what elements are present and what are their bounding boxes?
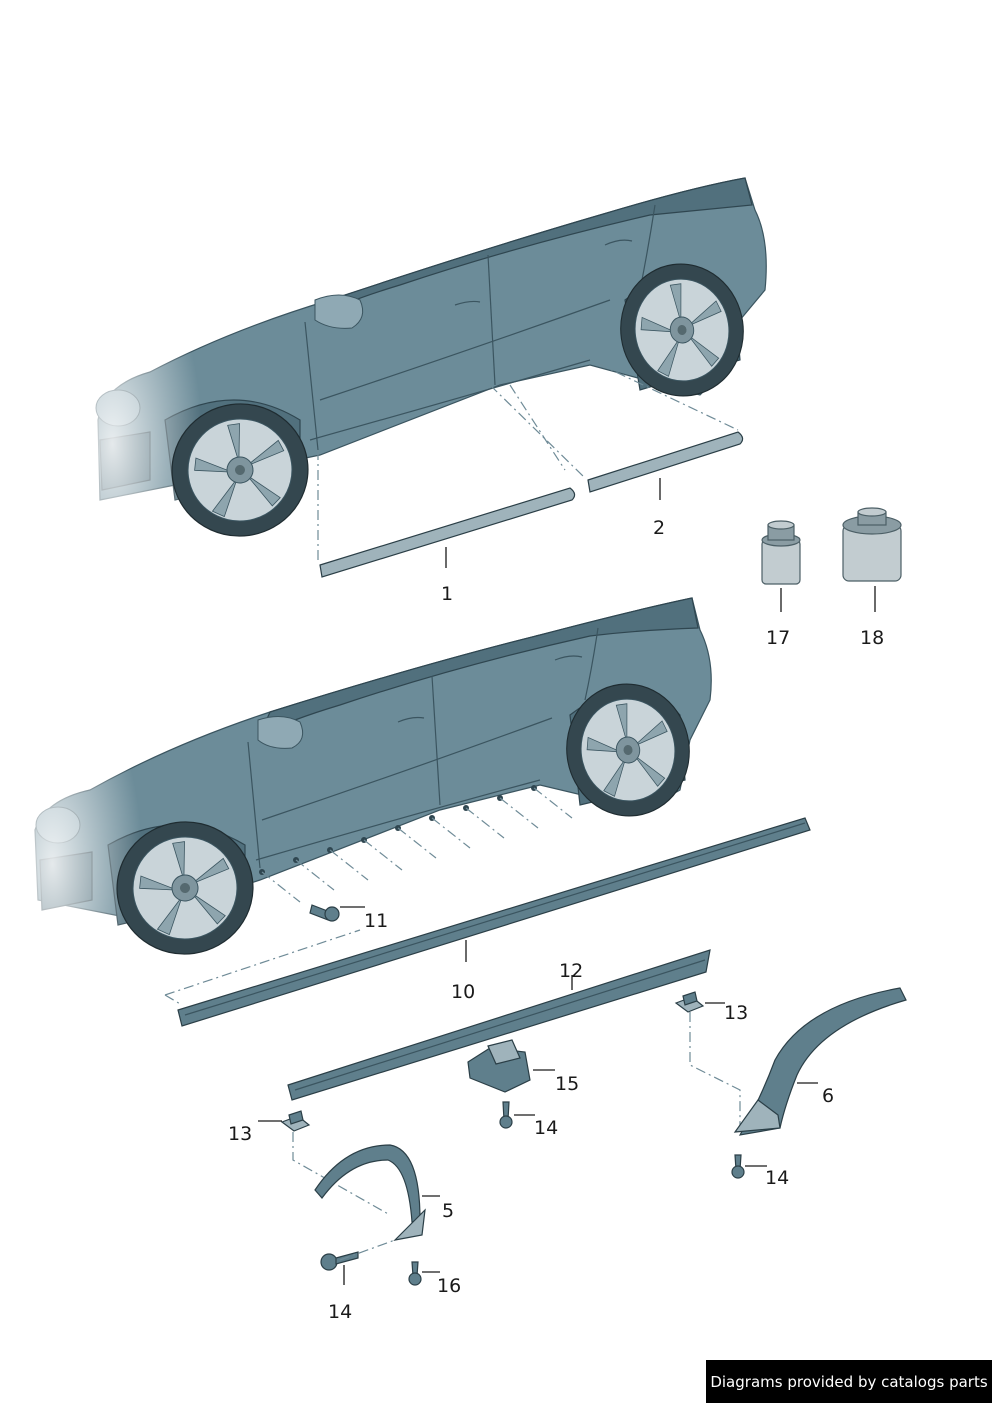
- sill-panel: [287, 949, 711, 1101]
- bolt-part-11: [309, 904, 340, 922]
- adhesive-bottle-large: [842, 507, 902, 582]
- clip-part-13-right: [674, 991, 705, 1013]
- adhesive-bottle-small: [761, 520, 801, 585]
- wheel-arch-trim-front: [314, 1144, 426, 1241]
- callout-12: 12: [559, 960, 583, 982]
- leader-lines: [258, 478, 876, 1285]
- callout-14-bottom: 14: [328, 1301, 352, 1323]
- callout-14-center: 14: [534, 1117, 558, 1139]
- screw-part-16: [408, 1261, 422, 1286]
- screw-part-14-right: [731, 1154, 745, 1179]
- wheel-arch-trim-rear: [733, 987, 907, 1136]
- bottom-car-illustration: [30, 597, 712, 964]
- bracket-part-15: [467, 1039, 531, 1093]
- callout-1: 1: [441, 583, 453, 605]
- callout-6: 6: [822, 1085, 834, 1107]
- trim-strip-rear-door: [587, 431, 744, 493]
- callout-5: 5: [442, 1200, 454, 1222]
- callout-18: 18: [860, 627, 884, 649]
- callout-15: 15: [555, 1073, 579, 1095]
- trim-strip-front-door: [319, 487, 576, 578]
- callout-16: 16: [437, 1275, 461, 1297]
- callout-17: 17: [766, 627, 790, 649]
- clip-part-13-left: [280, 1110, 311, 1132]
- callout-13-right: 13: [724, 1002, 748, 1024]
- callout-14-right: 14: [765, 1167, 789, 1189]
- callout-11: 11: [364, 910, 388, 932]
- sill-strip: [177, 817, 811, 1027]
- top-car-illustration: [90, 177, 767, 546]
- callout-10: 10: [451, 981, 475, 1003]
- callout-2: 2: [653, 517, 665, 539]
- screw-part-14-bottom: [320, 1251, 359, 1271]
- screw-part-14-center: [499, 1101, 513, 1129]
- watermark-banner: Diagrams provided by catalogs parts: [706, 1360, 992, 1403]
- callout-13-left: 13: [228, 1123, 252, 1145]
